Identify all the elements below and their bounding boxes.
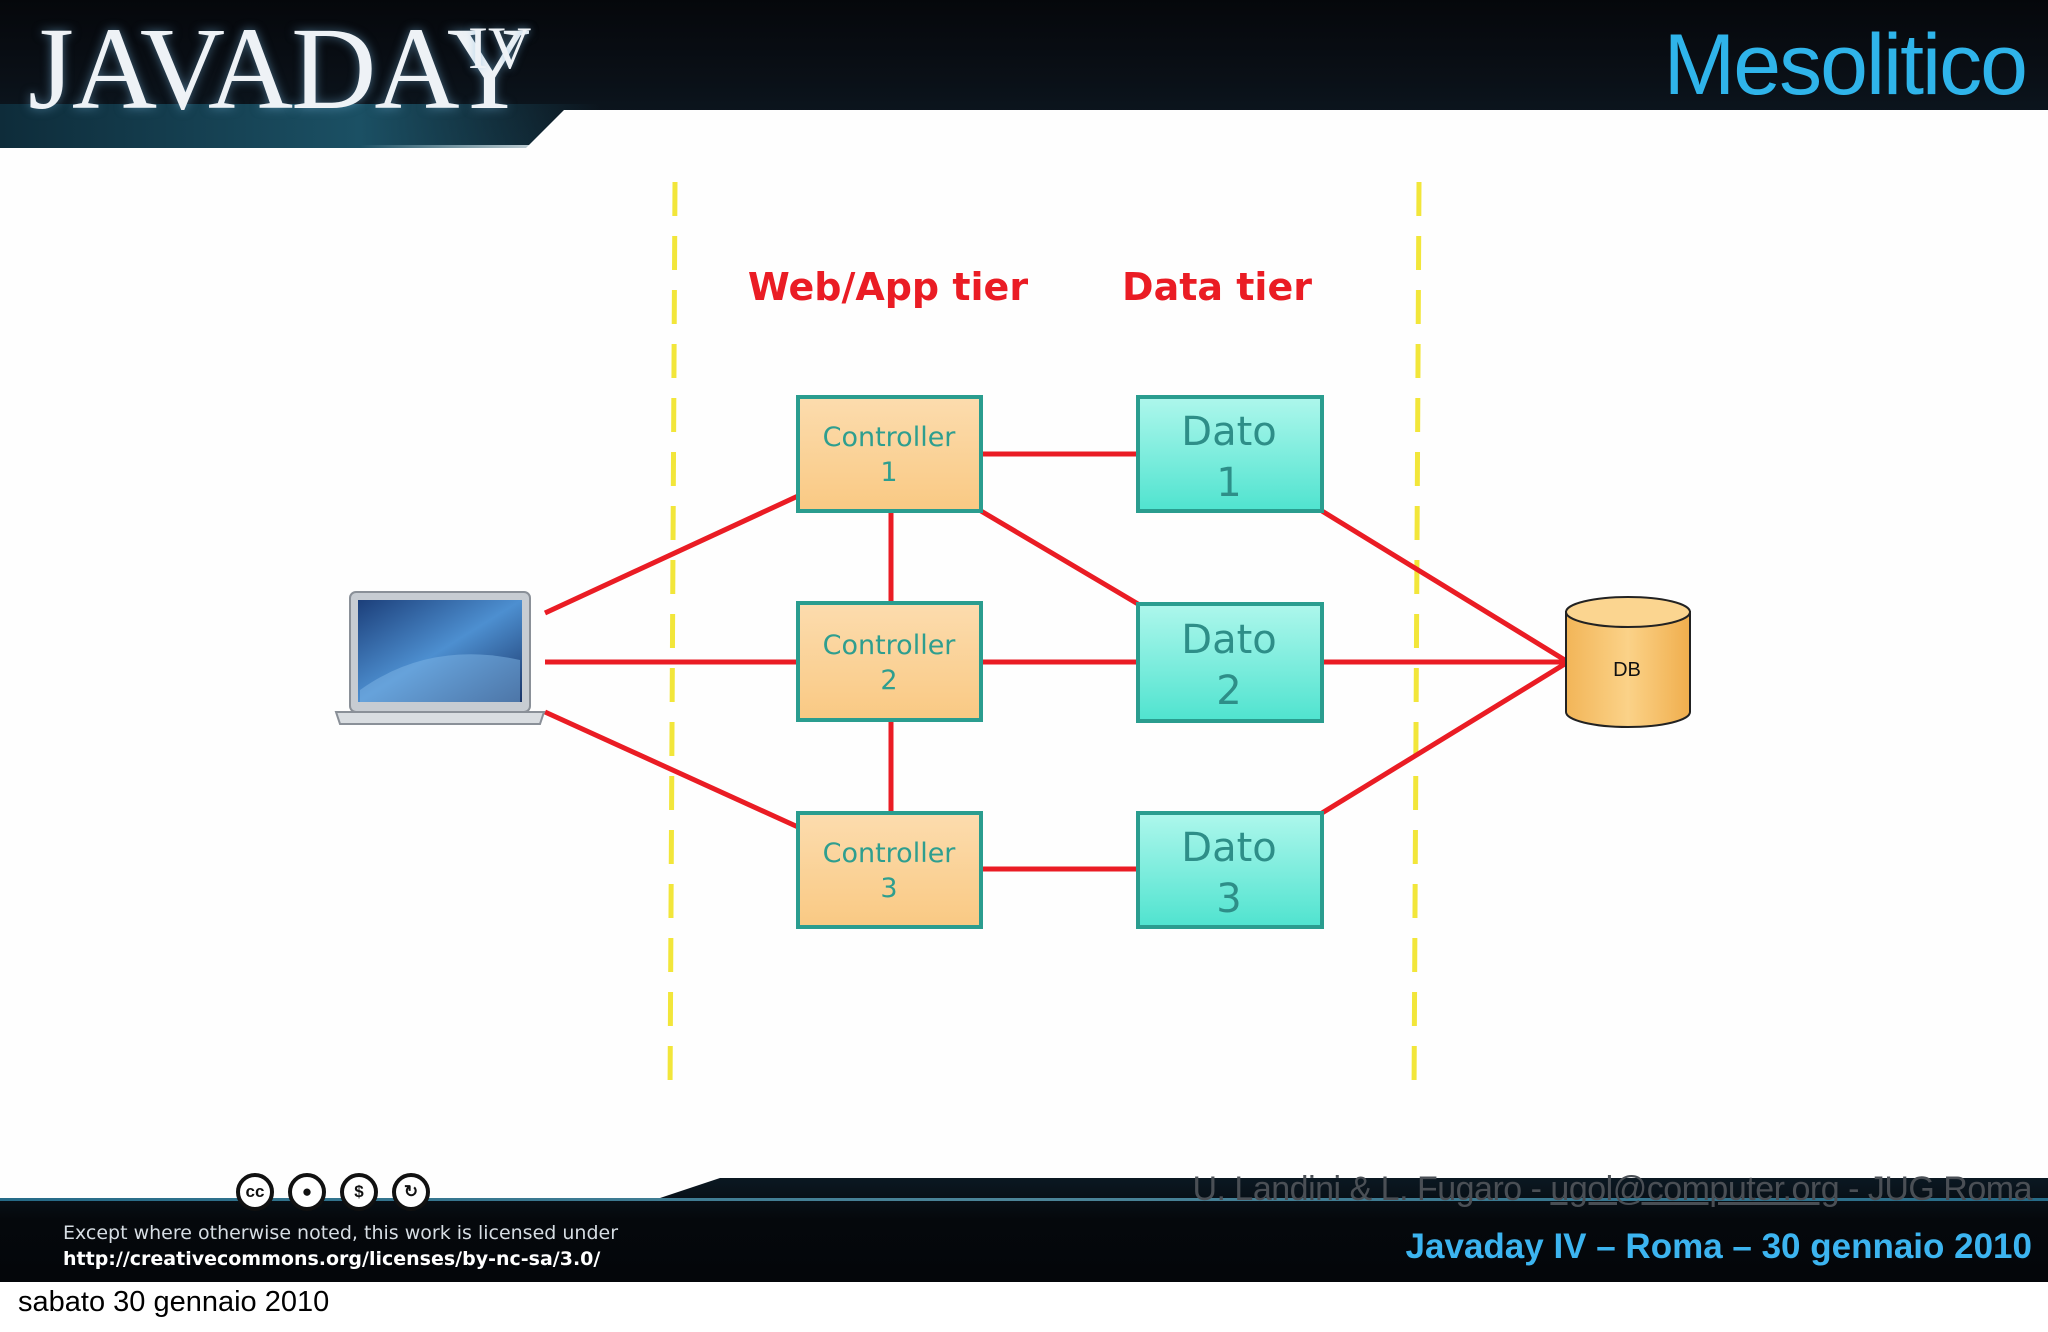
connection-dato3-db — [1320, 659, 1570, 816]
dato-3-number: 3 — [1216, 876, 1241, 922]
header-cut — [524, 110, 2048, 150]
controller-2: Controller 2 — [796, 601, 983, 722]
controller-1: Controller 1 — [796, 395, 983, 513]
controller-3-number: 3 — [880, 873, 897, 904]
dato-3-label: Dato — [1181, 825, 1276, 871]
javaday-logo-suffix: IV — [468, 15, 532, 81]
database-label: DB — [1613, 659, 1641, 681]
dato-3: Dato 3 — [1136, 811, 1324, 929]
controller-1-number: 1 — [880, 457, 897, 488]
dato-2: Dato 2 — [1136, 602, 1324, 723]
controller-2-label: Controller — [823, 630, 957, 661]
dato-1-number: 1 — [1216, 460, 1241, 506]
date-caption: sabato 30 gennaio 2010 — [18, 1286, 330, 1318]
connection-laptop-ctrl3 — [543, 709, 800, 830]
footer-accent-line — [0, 1198, 2048, 1201]
controller-3: Controller 3 — [796, 811, 983, 929]
connection-laptop-ctrl1 — [543, 493, 800, 616]
javaday-logo: JAVADAY — [28, 3, 532, 134]
by-icon: ● — [288, 1173, 326, 1211]
dato-2-number: 2 — [1216, 668, 1241, 714]
slide: JAVADAY IV Mesolitico — [0, 0, 2048, 1282]
authors-suffix: - JUG Roma — [1839, 1170, 2032, 1208]
license-line: Except where otherwise noted, this work … — [63, 1222, 619, 1244]
tier-label-webapp: Web/App tier — [748, 265, 1028, 309]
tier-boundary-right — [1411, 181, 1422, 1096]
sa-icon: ↻ — [392, 1173, 430, 1211]
laptop-icon — [334, 591, 546, 725]
author-email-link[interactable]: ugol@computer.org — [1550, 1170, 1840, 1208]
database-cylinder: DB — [1565, 596, 1691, 728]
dato-1: Dato 1 — [1136, 395, 1324, 513]
connection-ctrl1-dato2 — [979, 508, 1140, 607]
controller-2-number: 2 — [880, 665, 897, 696]
nc-icon: $ — [340, 1173, 378, 1211]
connections — [543, 451, 1570, 872]
header-glow — [0, 104, 600, 148]
authors-prefix: U. Landini & L. Fugaro - — [1192, 1170, 1551, 1208]
connection-dato1-db — [1320, 508, 1570, 665]
controller-1-label: Controller — [823, 422, 957, 453]
controller-3-label: Controller — [823, 838, 957, 869]
license-text: Except where otherwise noted, this work … — [63, 1220, 618, 1272]
authors-line: U. Landini & L. Fugaro - ugol@computer.o… — [1192, 1170, 2032, 1209]
tier-boundary-left — [667, 181, 678, 1096]
license-url[interactable]: http://creativecommons.org/licenses/by-n… — [63, 1248, 601, 1270]
event-line: Javaday IV – Roma – 30 gennaio 2010 — [1405, 1227, 2032, 1266]
architecture-diagram: Web/App tier Data tier Contr — [334, 181, 1691, 1096]
dato-2-label: Dato — [1181, 617, 1276, 663]
dato-1-label: Dato — [1181, 409, 1276, 455]
slide-title: Mesolitico — [1663, 17, 2028, 113]
cc-icon: cc — [236, 1173, 274, 1211]
tier-label-data: Data tier — [1122, 265, 1312, 309]
cc-license-icons: cc ● $ ↻ — [236, 1173, 430, 1211]
